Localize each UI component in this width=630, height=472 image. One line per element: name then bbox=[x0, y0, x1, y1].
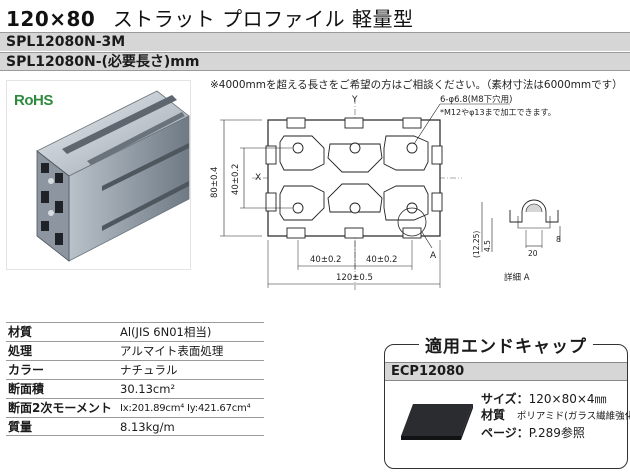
detail-dim-12: (12.25) bbox=[472, 231, 481, 258]
spec-key: 断面積 bbox=[8, 382, 45, 396]
endcap-code: ECP12080 bbox=[385, 362, 627, 381]
endcap-panel: 適用エンドキャップ ECP12080 サイズ：120×80×4㎜ 材質 ポリアミ… bbox=[384, 332, 630, 469]
profile-3d-illustration bbox=[36, 90, 190, 262]
spec-value: アルマイト表面処理 bbox=[120, 344, 224, 358]
product-code-custom: SPL12080N-(必要長さ)mm bbox=[0, 52, 630, 71]
endcap-plate-image bbox=[401, 404, 473, 440]
spec-key: 材質 bbox=[8, 325, 33, 339]
product-photo bbox=[6, 80, 191, 270]
spec-row-moment: 断面2次モーメント Ix:201.89cm⁴ Iy:421.67cm⁴ bbox=[6, 398, 264, 417]
spec-value: ナチュラル bbox=[120, 363, 178, 377]
endcap-page-value: P.289参照 bbox=[528, 426, 585, 440]
dim-inner-left: 40±0.2 bbox=[310, 255, 341, 265]
spec-value: 30.13cm² bbox=[120, 382, 176, 396]
spec-key: 断面2次モーメント bbox=[8, 401, 112, 415]
spec-value: Al(JIS 6N01相当) bbox=[120, 325, 212, 339]
product-code-primary: SPL12080N-3M bbox=[0, 32, 630, 51]
spec-value: Ix:201.89cm⁴ Iy:421.67cm⁴ bbox=[120, 403, 251, 414]
endcap-size-value: 120×80×4㎜ bbox=[528, 392, 607, 406]
spec-key: 質量 bbox=[8, 420, 33, 434]
spec-row-material: 材質 Al(JIS 6N01相当) bbox=[6, 322, 264, 341]
detail-caption: 詳細 A bbox=[504, 272, 530, 283]
spec-row-mass: 質量 8.13kg/m bbox=[6, 417, 264, 436]
title-size: 120×80 bbox=[6, 7, 96, 31]
dim-inner-height: 40±0.2 bbox=[231, 164, 241, 195]
rohs-badge: RoHS bbox=[14, 92, 53, 109]
title-name: ストラット プロファイル 軽量型 bbox=[112, 7, 414, 31]
spec-key: 処理 bbox=[8, 344, 33, 358]
endcap-size-row: サイズ：120×80×4㎜ bbox=[481, 391, 630, 407]
spec-key: カラー bbox=[8, 363, 45, 377]
spec-row-treatment: 処理 アルマイト表面処理 bbox=[6, 341, 264, 360]
spec-row-color: カラー ナチュラル bbox=[6, 360, 264, 379]
detail-dim-20: 20 bbox=[528, 249, 538, 258]
endcap-info: サイズ：120×80×4㎜ 材質 ポリアミド(ガラス繊維強化) ページ：P.28… bbox=[481, 391, 630, 441]
endcap-material-label: 材質 bbox=[481, 408, 506, 422]
endcap-page-label: ページ： bbox=[481, 426, 529, 440]
endcap-material-row: 材質 ポリアミド(ガラス繊維強化) bbox=[481, 407, 630, 425]
detail-dim-4-5: 4.5 bbox=[483, 240, 492, 252]
endcap-page-row: ページ：P.289参照 bbox=[481, 425, 630, 441]
dim-inner-right: 40±0.2 bbox=[366, 255, 397, 265]
spec-value: 8.13kg/m bbox=[120, 420, 175, 434]
length-note: ※4000mmを超える長さをご希望の方はご相談ください。（素材寸法は6000mm… bbox=[210, 79, 623, 91]
endcap-material-value: ポリアミド(ガラス繊維強化) bbox=[516, 411, 630, 422]
page-title: 120×80 ストラット プロファイル 軽量型 bbox=[6, 3, 414, 32]
endcap-title: 適用エンドキャップ bbox=[419, 332, 593, 357]
axis-x-label: X bbox=[255, 173, 261, 183]
detail-dim-8: 8 bbox=[556, 235, 561, 244]
spec-table: 材質 Al(JIS 6N01相当) 処理 アルマイト表面処理 カラー ナチュラル… bbox=[6, 322, 264, 436]
detail-marker: A bbox=[430, 251, 437, 261]
cross-section-drawing: Y X A 6-φ6.8(M8下穴 bbox=[210, 94, 561, 290]
axis-y-label: Y bbox=[351, 95, 358, 105]
dim-width: 120±0.5 bbox=[336, 273, 373, 283]
spec-row-area: 断面積 30.13cm² bbox=[6, 379, 264, 398]
hole-note-1: 6-φ6.8(M8下穴用) bbox=[440, 94, 512, 105]
hole-note-2: *M12やφ13まで加工できます。 bbox=[440, 107, 556, 117]
endcap-size-label: サイズ： bbox=[481, 392, 529, 406]
dim-height: 80±0.4 bbox=[210, 167, 220, 198]
